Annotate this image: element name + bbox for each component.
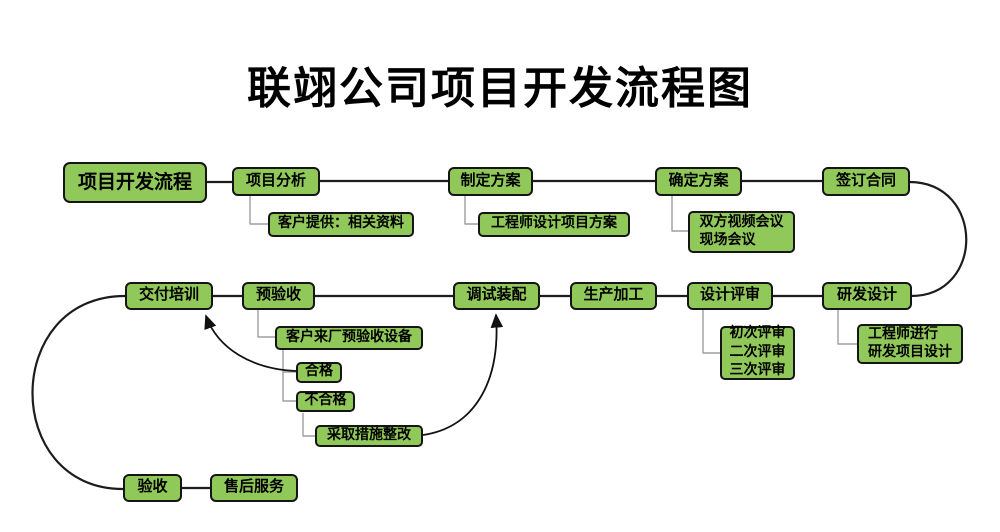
node-review-rounds: 初次评审 二次评审 三次评审: [720, 326, 795, 380]
node-sign-contract: 签订合同: [822, 167, 910, 196]
node-qualified: 合格: [296, 362, 342, 383]
node-take-corrective-measures: 采取措施整改: [315, 425, 423, 447]
wire-rd-sub: [837, 310, 857, 345]
arrow-pass-to-deliver: [204, 314, 297, 372]
wire-sign-rd-curve: [908, 180, 968, 298]
node-project-dev-process: 项目开发流程: [63, 162, 207, 203]
node-engineer-rd-project: 工程师进行 研发项目设计: [857, 324, 963, 364]
wire-sub-pass-fail: [282, 350, 296, 402]
node-confirm-plan: 确定方案: [655, 167, 742, 196]
node-client-provides-materials: 客户提供：相关资料: [268, 212, 414, 237]
wire-preaccept-sub: [257, 310, 275, 338]
node-acceptance: 验收: [123, 474, 182, 502]
arrow-rectify-to-debug: [422, 313, 504, 436]
node-project-analysis: 项目分析: [232, 167, 320, 196]
node-design-review: 设计评审: [687, 282, 773, 310]
node-pre-acceptance: 预验收: [242, 282, 315, 310]
node-video-onsite-meeting: 双方视频会议 现场会议: [688, 211, 795, 253]
node-aftersale-service: 售后服务: [210, 474, 298, 502]
wire-fail-rectify: [302, 413, 315, 437]
node-debug-assembly: 调试装配: [453, 282, 540, 310]
page-title: 联翊公司项目开发流程图: [247, 64, 753, 113]
wire-confirm-sub: [671, 196, 688, 232]
wire-review-sub: [702, 310, 720, 354]
wire-deliver-accept-curve: [31, 294, 126, 491]
node-delivery-training: 交付培训: [125, 282, 213, 310]
node-engineer-designs-plan: 工程师设计项目方案: [478, 212, 630, 237]
wire-analysis-sub: [249, 196, 268, 225]
node-client-factory-preacceptance: 客户来厂预验收设备: [275, 326, 423, 350]
wire-plan-sub: [464, 196, 478, 225]
node-rd-design: 研发设计: [822, 282, 912, 310]
node-production: 生产加工: [570, 282, 657, 310]
node-unqualified: 不合格: [296, 391, 355, 412]
node-make-plan: 制定方案: [448, 167, 533, 196]
